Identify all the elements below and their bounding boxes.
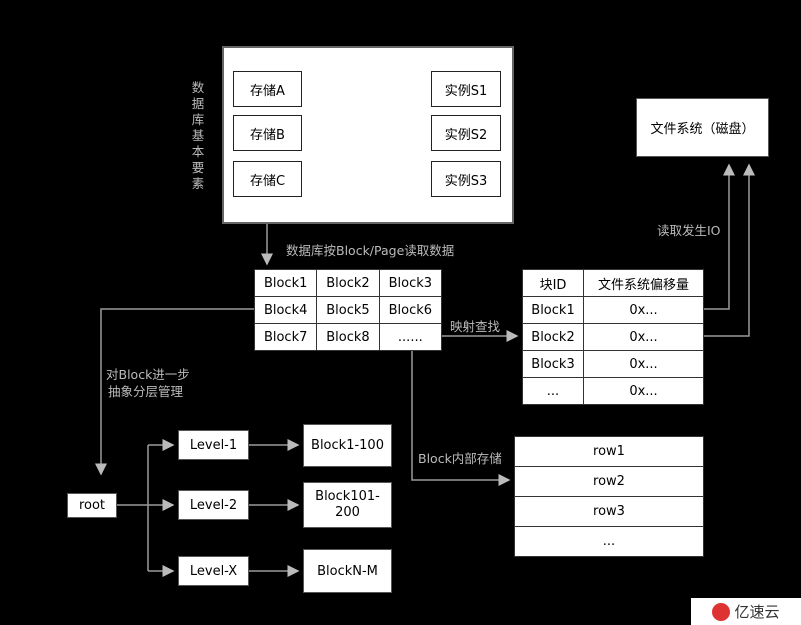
level-1-node: Level-1 bbox=[178, 430, 249, 460]
db-elements-label: 数据库基本要素 bbox=[191, 80, 205, 191]
read-io-label: 读取发生IO bbox=[657, 223, 721, 238]
grid-cell: Block1 bbox=[253, 269, 318, 297]
block-grid: Block1 Block2 Block3 Block4 Block5 Block… bbox=[253, 269, 443, 351]
block-range-x-node: BlockN-M bbox=[303, 549, 392, 593]
table-cell: 0x... bbox=[583, 377, 704, 405]
table-cell: row3 bbox=[514, 496, 704, 527]
grid-cell: Block2 bbox=[316, 269, 380, 297]
level-x-node: Level-X bbox=[178, 556, 249, 586]
root-node: root bbox=[67, 493, 117, 518]
table-cell: ... bbox=[522, 377, 584, 405]
grid-cell: Block8 bbox=[316, 323, 380, 351]
map-lookup-label: 映射查找 bbox=[450, 319, 501, 334]
table-row: ... 0x... bbox=[522, 377, 704, 405]
grid-cell: Block6 bbox=[378, 296, 443, 324]
watermark: 亿速云 bbox=[691, 598, 801, 625]
table-cell: 0x... bbox=[583, 296, 704, 324]
table-row: row1 bbox=[514, 436, 704, 467]
table-cell: Block2 bbox=[522, 323, 584, 351]
table-cell: 0x... bbox=[583, 323, 704, 351]
logo-icon bbox=[712, 602, 731, 621]
level-2-node: Level-2 bbox=[178, 490, 249, 520]
table-cell: row1 bbox=[514, 436, 704, 467]
file-system-box: 文件系统（磁盘） bbox=[636, 98, 769, 157]
table-row: Block3 0x... bbox=[522, 350, 704, 378]
instance-s3: 实例S3 bbox=[431, 161, 501, 197]
grid-cell: Block7 bbox=[253, 323, 318, 351]
table-row: row3 bbox=[514, 496, 704, 527]
block-range-1-node: Block1-100 bbox=[303, 424, 392, 467]
storage-c: 存储C bbox=[233, 161, 302, 197]
block-range-2-node: Block101- 200 bbox=[303, 482, 392, 528]
table-row: Block1 0x... bbox=[522, 296, 704, 324]
instance-s1: 实例S1 bbox=[431, 71, 501, 107]
grid-cell: Block4 bbox=[253, 296, 318, 324]
column-header: 文件系统偏移量 bbox=[583, 269, 704, 297]
table-row: ... bbox=[514, 526, 704, 557]
table-cell: Block1 bbox=[522, 296, 584, 324]
row-table: row1 row2 row3 ... bbox=[514, 436, 704, 557]
grid-cell: Block5 bbox=[316, 296, 380, 324]
abstraction-label-1: 对Block进一步 bbox=[106, 367, 190, 382]
storage-a: 存储A bbox=[233, 71, 302, 107]
column-header: 块ID bbox=[522, 269, 584, 297]
table-row: Block4 Block5 Block6 bbox=[253, 296, 443, 324]
table-row: Block7 Block8 ...... bbox=[253, 323, 443, 351]
instance-s2: 实例S2 bbox=[431, 115, 501, 151]
table-row: Block1 Block2 Block3 bbox=[253, 269, 443, 297]
table-row: row2 bbox=[514, 466, 704, 497]
grid-cell: ...... bbox=[378, 323, 443, 351]
abstraction-label-2: 抽象分层管理 bbox=[108, 384, 184, 399]
mapping-table: 块ID 文件系统偏移量 Block1 0x... Block2 0x... Bl… bbox=[522, 269, 704, 405]
read-by-block-label: 数据库按Block/Page读取数据 bbox=[286, 243, 455, 258]
storage-b: 存储B bbox=[233, 115, 302, 151]
table-cell: row2 bbox=[514, 466, 704, 497]
table-row: Block2 0x... bbox=[522, 323, 704, 351]
table-cell: 0x... bbox=[583, 350, 704, 378]
table-cell: ... bbox=[514, 526, 704, 557]
table-header-row: 块ID 文件系统偏移量 bbox=[522, 269, 704, 297]
watermark-text: 亿速云 bbox=[734, 603, 780, 621]
grid-cell: Block3 bbox=[378, 269, 443, 297]
block-internal-label: Block内部存储 bbox=[418, 451, 502, 466]
table-cell: Block3 bbox=[522, 350, 584, 378]
